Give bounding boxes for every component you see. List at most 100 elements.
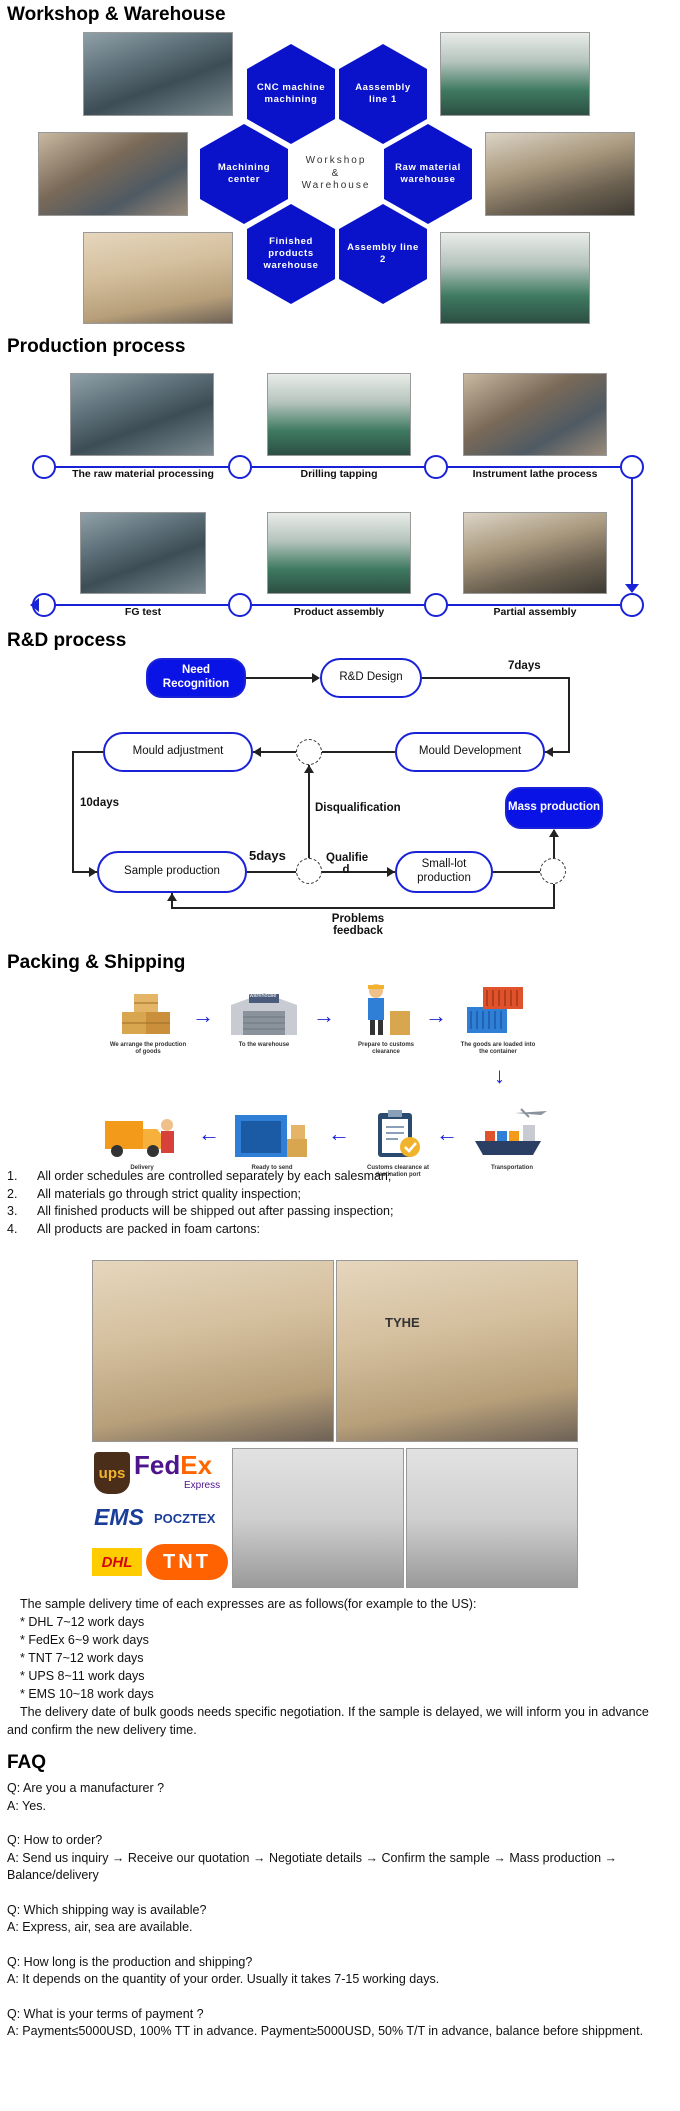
courier-logos: ups FedEx Express EMS POCZTEX DHL TNT xyxy=(92,1448,230,1588)
boxes-icon xyxy=(118,990,178,1038)
photo-carton-closeup: TYHE xyxy=(336,1260,578,1442)
step-product-assembly: Product assembly xyxy=(293,606,385,618)
ems-logo: EMS xyxy=(94,1504,144,1530)
packing-notes: 1.All order schedules are controlled sep… xyxy=(7,1168,393,1238)
hex-cnc-machining: CNC machine machining xyxy=(247,44,335,144)
photo-drilling xyxy=(267,373,411,456)
arrow-left-icon xyxy=(545,747,553,757)
faq-answer: A: Express, air, sea are available. xyxy=(7,1920,193,1934)
rd-mass-production: Mass production xyxy=(505,787,603,829)
faq-answer: A: It depends on the quantity of your or… xyxy=(7,1972,440,1986)
section-title-faq: FAQ xyxy=(7,1752,47,1773)
rd-line xyxy=(247,871,296,873)
section-title-packing: Packing & Shipping xyxy=(7,952,186,973)
list-item: 2.All materials go through strict qualit… xyxy=(7,1186,302,1201)
rd-mould-adjustment: Mould adjustment xyxy=(103,732,253,772)
rd-decision-node xyxy=(296,739,322,765)
hex-raw-material: Raw material warehouse xyxy=(384,124,472,224)
pocztex-logo: POCZTEX xyxy=(154,1511,216,1526)
rd-line xyxy=(246,677,318,679)
faq-item: Q: How to order? A: Send us inquiry → Re… xyxy=(7,1832,667,1885)
delivery-item: * UPS 8~11 work days xyxy=(20,1669,145,1683)
rd-line xyxy=(493,871,540,873)
faq-list: Q: Are you a manufacturer ? A: Yes. Q: H… xyxy=(7,1780,667,2041)
photo-finished-warehouse xyxy=(83,232,233,324)
rd-line xyxy=(545,751,570,753)
list-item: 3.All finished products will be shipped … xyxy=(7,1204,394,1218)
warehouse-icon xyxy=(228,990,300,1038)
process-node xyxy=(228,455,252,479)
rd-line xyxy=(253,751,296,753)
rd-design: R&D Design xyxy=(320,658,422,698)
faq-item: Q: Are you a manufacturer ? A: Yes. xyxy=(7,1780,667,1815)
arrow-right-icon: → xyxy=(425,1003,447,1028)
ship-cap-ready: Ready to send xyxy=(251,1165,293,1171)
rd-decision-node xyxy=(296,858,322,884)
arrow-left-icon xyxy=(253,747,261,757)
hex-finished-products: Finished products warehouse xyxy=(247,204,335,304)
process-line-right xyxy=(631,479,633,589)
faq-answer: A: Payment≤5000USD, 100% TT in advance. … xyxy=(7,2024,644,2038)
process-node xyxy=(620,455,644,479)
arrow-left-icon: ← xyxy=(198,1121,220,1146)
rd-line xyxy=(322,871,395,873)
step-lathe: Instrument lathe process xyxy=(472,468,598,480)
photo-assembly-line-2 xyxy=(440,232,590,324)
ship-cap-warehouse: To the warehouse xyxy=(238,1042,290,1048)
step-raw-material: The raw material processing xyxy=(72,468,214,480)
rd-decision-node xyxy=(540,858,566,884)
arrow-left-icon xyxy=(30,598,39,612)
arrow-down-icon xyxy=(625,584,639,593)
warehouse-badge: warehouse xyxy=(249,993,277,999)
rd-10days: 10days xyxy=(80,797,120,809)
process-node xyxy=(620,593,644,617)
rd-disqualification: Disqualification xyxy=(315,802,401,814)
photo-machining-center xyxy=(38,132,188,216)
rd-sample-production: Sample production xyxy=(97,851,247,893)
process-line-bottom xyxy=(44,604,634,606)
hex-assembly-line-2: Assembly line 2 xyxy=(339,204,427,304)
photo-lathe xyxy=(463,373,607,456)
ship-cap-transport: Transportation xyxy=(490,1165,533,1171)
faq-question: Q: What is your terms of payment ? xyxy=(7,2006,204,2021)
faq-item: Q: How long is the production and shippi… xyxy=(7,1954,667,1989)
photo-product-assembly xyxy=(267,512,411,594)
delivery-intro: The sample delivery time of each express… xyxy=(20,1597,477,1611)
rd-line xyxy=(322,751,395,753)
faq-answer: A: Send us inquiry → Receive our quotati… xyxy=(7,1850,618,1883)
rd-line xyxy=(72,751,103,753)
ship-icon xyxy=(470,1104,552,1162)
rd-line xyxy=(171,907,555,909)
hex-assembly-line-1: Aassembly line 1 xyxy=(339,44,427,144)
dhl-logo: DHL xyxy=(92,1548,142,1576)
rd-line xyxy=(553,830,555,858)
photo-foam-packing xyxy=(232,1448,404,1588)
hex-workshop-center: Workshop & Warehouse xyxy=(292,124,380,224)
faq-question: Q: Which shipping way is available? xyxy=(7,1902,207,1917)
arrow-right-icon xyxy=(387,867,395,877)
arrow-right-icon xyxy=(312,673,320,683)
arrow-down-icon: ↓ xyxy=(494,1063,505,1088)
tnt-logo: TNT xyxy=(146,1544,228,1580)
ship-cap-customs: Prepare to customs clearance xyxy=(357,1042,415,1056)
rd-line xyxy=(568,677,570,753)
rd-line xyxy=(553,884,555,909)
photo-raw-processing xyxy=(70,373,214,456)
container-icon xyxy=(462,980,532,1038)
hex-machining-center: Machining center xyxy=(200,124,288,224)
photo-cnc-workshop xyxy=(83,32,233,116)
ship-cap-container: The goods are loaded into the container xyxy=(460,1042,536,1056)
arrow-right-icon: → xyxy=(313,1003,335,1028)
photo-carton-stack xyxy=(92,1260,334,1442)
process-node xyxy=(228,593,252,617)
photo-fg-test xyxy=(80,512,206,594)
delivery-item: * TNT 7~12 work days xyxy=(20,1651,144,1665)
photo-foam-products xyxy=(406,1448,578,1588)
arrow-right-icon xyxy=(89,867,97,877)
fedex-logo: FedEx xyxy=(134,1450,213,1480)
photo-assembly-line-1 xyxy=(440,32,590,116)
faq-answer: A: Yes. xyxy=(7,1798,46,1813)
faq-question: Q: How long is the production and shippi… xyxy=(7,1954,253,1969)
rd-mould-development: Mould Development xyxy=(395,732,545,772)
ship-cap-delivery: Delivery xyxy=(130,1165,154,1171)
